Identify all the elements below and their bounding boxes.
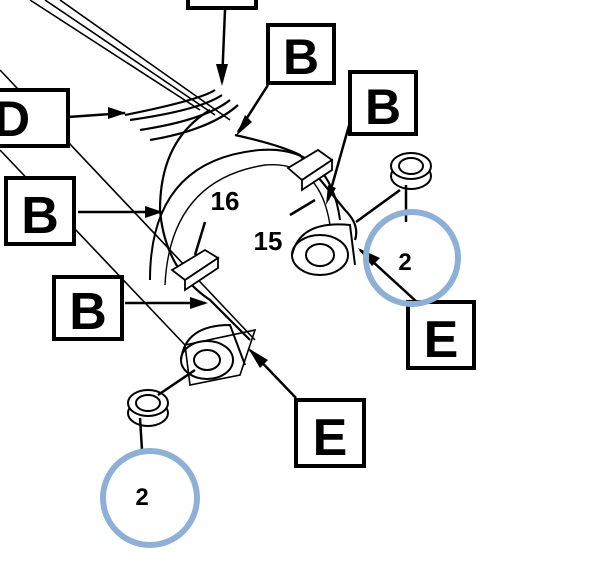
callout-b-left-label: B xyxy=(21,187,59,245)
highlight-circle-right xyxy=(363,209,461,307)
callout-top-partial xyxy=(186,0,258,10)
bushing-left xyxy=(127,389,169,427)
callout-b-right: B xyxy=(348,70,418,136)
callout-e-right: E xyxy=(406,300,476,370)
callout-b-right-label: B xyxy=(365,79,401,135)
right-pin-boss xyxy=(291,223,356,276)
left-pin-boss xyxy=(180,323,246,380)
highlight-circle-left xyxy=(100,448,200,548)
part-number-16: 16 xyxy=(211,186,240,216)
callout-e-bottom-label: E xyxy=(313,409,348,467)
callout-d-label: D xyxy=(0,91,30,147)
callout-e-right-label: E xyxy=(424,311,459,369)
clamp-16 xyxy=(170,248,220,292)
callout-d: D xyxy=(0,88,70,148)
callout-b-lower: B xyxy=(52,275,124,341)
bushing-right xyxy=(390,152,432,190)
callout-b-top: B xyxy=(266,23,336,85)
callout-e-bottom: E xyxy=(294,398,366,468)
callout-b-top-label: B xyxy=(283,29,319,85)
part-number-15: 15 xyxy=(254,226,283,256)
clamp-15 xyxy=(286,148,334,192)
callout-b-lower-label: B xyxy=(69,283,107,341)
bushing-number-right: 2 xyxy=(398,249,411,276)
callout-b-left: B xyxy=(4,176,76,246)
bushing-number-left: 2 xyxy=(135,484,148,511)
